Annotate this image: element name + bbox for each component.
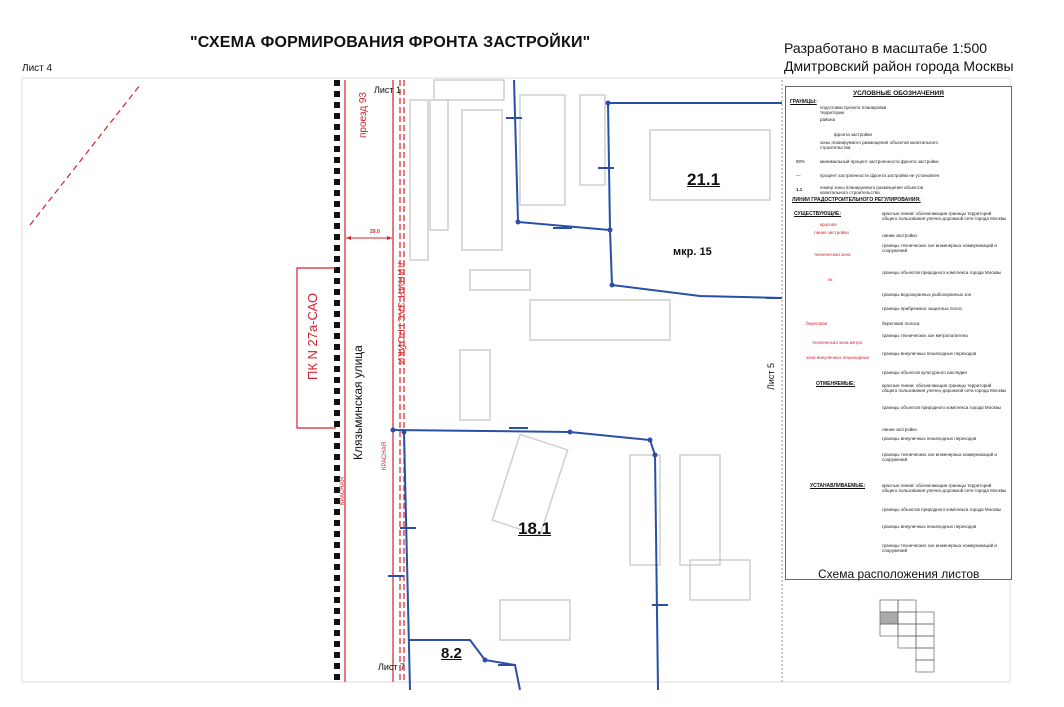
blue-zone-boundaries (392, 79, 783, 691)
legend-cancelled-item: границы технических зон инженерных комму… (882, 452, 997, 462)
legend-established-header: УСТАНАВЛИВАЕМЫЕ: (810, 483, 866, 489)
street-name-label: Клязьминская улица (351, 345, 365, 460)
legend-existing-item: границы объектов природного комплекса го… (882, 270, 1002, 275)
red-line-label-1: КРАСНАЯ (340, 477, 346, 505)
legend-established-item: границы внеуличных пешеходных переходов (882, 524, 977, 529)
legend-cancelled-header: ОТМЕНЯЕМЫЕ: (816, 381, 856, 387)
legend-existing-item: границы технических зон инженерных комму… (882, 243, 997, 253)
legend-cancelled-item: линии застройки (882, 427, 917, 432)
legend-title: УСЛОВНЫЕ ОБОЗНАЧЕНИЯ (853, 90, 944, 97)
legend-num-sample: 1.1 (796, 187, 803, 192)
legend-item: процент застроенности фронта застройки н… (820, 173, 940, 178)
proezd-label: проезд 93 (358, 92, 369, 138)
sheet-scheme-title: Схема расположения листов (818, 567, 980, 581)
legend-item: подготовки проекта планировки территории (820, 105, 887, 115)
legend-dash-sample: — (796, 173, 801, 178)
building-footprints (409, 79, 771, 641)
dimension-label: 29.0 (370, 229, 380, 235)
legend-established-item: красные линии: обозначающие границы терр… (882, 483, 1007, 493)
swatch-label-peshekhod: зона внеуличных пешеходных (806, 355, 870, 360)
legend-existing-item: границы водоохранных рыбоохранных зон (882, 292, 972, 297)
zone-label-18-1: 18.1 (518, 519, 552, 538)
swatch-label-beregovaya: береговая (806, 321, 828, 326)
legend-item: минимальный процент застроенности фронта… (820, 159, 939, 164)
swatch-label-pk: пк (828, 277, 833, 282)
legend-existing-item: красные линии: обозначающие границы терр… (882, 211, 1007, 221)
legend-existing-item: границы технических зон метрополитена (882, 333, 968, 338)
legend-boundaries-header: ГРАНИЦЫ: (790, 99, 817, 105)
sheet-label-bottom: Лист 7 (378, 662, 406, 672)
sheet-label-top: Лист 1 (374, 85, 402, 95)
legend-item: номер зоны планируемого размещения объек… (820, 185, 924, 195)
sheet-label-right: Лист 5 (766, 362, 776, 390)
legend-item: района (820, 117, 836, 122)
legend-regulation-header: ЛИНИИ ГРАДОСТРОИТЕЛЬНОГО РЕГУЛИРОВАНИЯ: (792, 197, 921, 203)
legend-existing-item: границы объектов культурного наследия (882, 370, 967, 375)
legend-pct-sample: 90% (796, 159, 806, 164)
legend-existing-item: береговая полоса (882, 321, 920, 326)
legend-cancelled-item: красные линии: обозначающие границы терр… (882, 383, 1007, 393)
pk-boundary (296, 267, 336, 429)
swatch-label-tech-zone: техническая зона (814, 252, 851, 257)
swatch-label-zastroyka: линия застройки (814, 230, 849, 235)
blue-frontage-marks (388, 117, 782, 666)
scale-note: Разработано в масштабе 1:500 (784, 40, 988, 56)
legend-cancelled-item: границы внеуличных пешеходных переходов (882, 436, 977, 441)
diagonal-red-dashed-line (29, 84, 141, 226)
sheet-label-left: Лист 4 (22, 63, 53, 74)
swatch-label-tech-metro: техническая зона метро (812, 340, 863, 345)
pk-label: ПК N 27а-САО (305, 292, 320, 380)
red-line-label-2: КРАСНАЯ (382, 442, 388, 470)
legend-item: зоны планируемого размещения объектов ка… (820, 140, 939, 150)
zone-label-21-1: 21.1 (687, 170, 721, 189)
legend-existing-item: границы внеуличных пешеходных переходов (882, 351, 977, 356)
legend-established-item: границы технических зон инженерных комму… (882, 543, 997, 553)
legend-item: фронта застройки (834, 132, 872, 137)
map-title: "СХЕМА ФОРМИРОВАНИЯ ФРОНТА ЗАСТРОЙКИ" (190, 34, 591, 51)
legend-established-item: границы объектов природного комплекса го… (882, 507, 1002, 512)
legend-existing-item: линии застройки (882, 233, 917, 238)
district-name: Дмитровский район города Москвы (784, 58, 1014, 74)
legend-existing-header: СУЩЕСТВУЮЩИЕ: (794, 211, 842, 217)
legend-existing-item: границы прибрежных защитных полос (882, 306, 963, 311)
blue-zone-nodes (390, 100, 658, 663)
legend-panel: УСЛОВНЫЕ ОБОЗНАЧЕНИЯ ГРАНИЦЫ: подготовки… (785, 86, 1012, 580)
microdistrict-label: мкр. 15 (673, 246, 712, 258)
sheet-layout-grid (879, 599, 935, 673)
swatch-label-okn: Тер. ОКН (814, 363, 834, 368)
swatch-label-krasnaya: красная (820, 222, 837, 227)
building-line-label: ЛИНИЯ ЗАСТРОЙКИ (396, 262, 406, 366)
zone-label-8-2: 8.2 (441, 645, 462, 662)
legend-cancelled-item: границы объектов природного комплекса го… (882, 405, 1002, 410)
